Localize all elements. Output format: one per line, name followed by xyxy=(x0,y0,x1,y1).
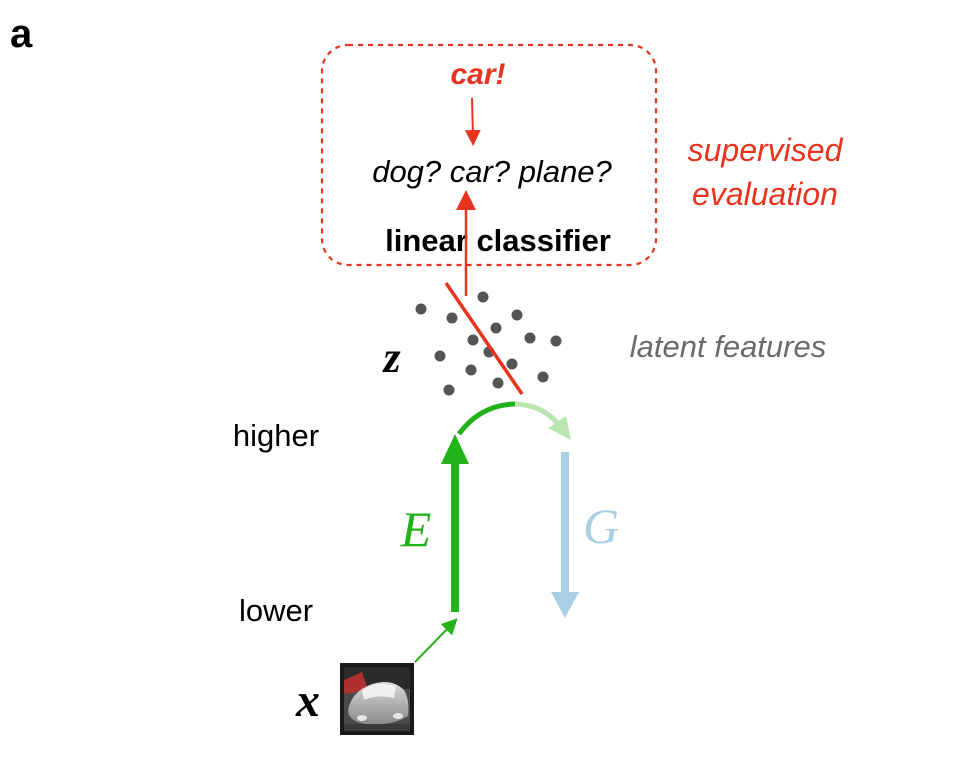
latent-dot xyxy=(434,350,446,362)
encoder-symbol: E xyxy=(400,501,432,557)
level-higher: higher xyxy=(233,418,319,453)
latent-dot xyxy=(537,371,549,383)
predicted-label: car! xyxy=(450,58,505,91)
latent-to-generator-arrow-head xyxy=(548,416,571,440)
latent-dot xyxy=(477,291,489,303)
latent-dot xyxy=(550,335,562,347)
evaluation-box xyxy=(320,43,658,267)
level-lower: lower xyxy=(239,593,313,628)
prediction-arrow xyxy=(464,97,481,146)
latent-dot xyxy=(490,322,502,334)
latent-to-generator-arc xyxy=(514,401,560,426)
decision-boundary xyxy=(444,282,524,395)
input-arrow xyxy=(414,618,458,663)
latent-dot xyxy=(465,364,477,376)
latent-dot xyxy=(511,309,523,321)
class-question: dog? car? plane? xyxy=(372,154,612,189)
latent-dot xyxy=(443,384,455,396)
generator-arrow-head xyxy=(551,592,579,618)
input-symbol: x xyxy=(295,674,320,727)
generator-symbol: G xyxy=(583,498,619,554)
panel-label: a xyxy=(10,12,33,56)
classifier-label: linear classifier xyxy=(385,223,611,258)
encoder-arrow-head xyxy=(441,434,469,464)
latent-dot xyxy=(467,334,479,346)
supervised-note-line1: supervised xyxy=(688,132,844,168)
latent-dot xyxy=(524,332,536,344)
latent-dot xyxy=(492,377,504,389)
latent-dot xyxy=(415,303,427,315)
latent-caption: latent features xyxy=(630,329,826,364)
latent-dot xyxy=(446,312,458,324)
latent-symbol: z xyxy=(381,333,400,382)
car-photo-icon xyxy=(340,663,414,735)
encoder-to-latent-arc xyxy=(456,401,516,436)
latent-dot xyxy=(506,358,518,370)
supervised-note-line2: evaluation xyxy=(692,176,838,212)
